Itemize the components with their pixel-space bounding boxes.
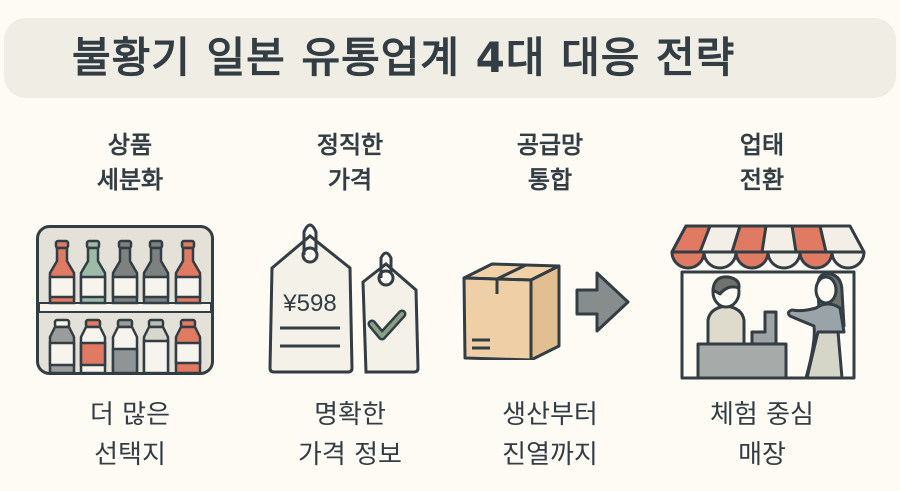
price-label: ¥598: [282, 290, 336, 317]
heading-line: 전환: [739, 166, 785, 194]
strategy-heading: 정직한 가격: [240, 128, 460, 198]
strategy-caption: 생산부터 진열까지: [440, 395, 660, 475]
caption-line: 매장: [738, 440, 786, 470]
strategy-product-segmentation: 상품 세분화: [20, 128, 240, 198]
bottle-shelf-icon: [36, 225, 214, 375]
strategy-honest-pricing: 정직한 가격: [240, 128, 460, 198]
price-tag-icon: ¥598: [268, 223, 420, 374]
storefront-icon: [670, 224, 866, 380]
strategy-heading: 업태 전환: [652, 128, 872, 198]
page-title: 불황기 일본 유통업계 4대 대응 전략: [72, 33, 736, 82]
strategy-heading: 상품 세분화: [20, 128, 240, 198]
box-arrow-icon: [462, 262, 630, 360]
heading-line: 상품: [107, 131, 153, 159]
heading-line: 통합: [527, 166, 573, 194]
heading-line: 세분화: [96, 166, 164, 194]
caption-line: 체험 중심: [710, 400, 814, 430]
strategy-heading: 공급망 통합: [440, 128, 660, 198]
caption-line: 진열까지: [502, 440, 598, 470]
caption-line: 명확한: [314, 400, 386, 430]
heading-line: 업태: [739, 131, 785, 159]
caption-line: 선택지: [94, 440, 166, 470]
heading-line: 정직한: [316, 131, 384, 159]
strategy-caption: 명확한 가격 정보: [240, 395, 460, 475]
caption-line: 가격 정보: [298, 440, 402, 470]
caption-line: 생산부터: [502, 400, 598, 430]
title-banner: 불황기 일본 유통업계 4대 대응 전략: [4, 18, 896, 98]
strategy-format-shift: 업태 전환: [652, 128, 872, 198]
strategy-supply-chain: 공급망 통합: [440, 128, 660, 198]
strategy-caption: 체험 중심 매장: [652, 395, 872, 475]
strategy-caption: 더 많은 선택지: [20, 395, 240, 475]
heading-line: 공급망: [516, 131, 584, 159]
caption-line: 더 많은: [89, 400, 171, 430]
heading-line: 가격: [327, 166, 373, 194]
